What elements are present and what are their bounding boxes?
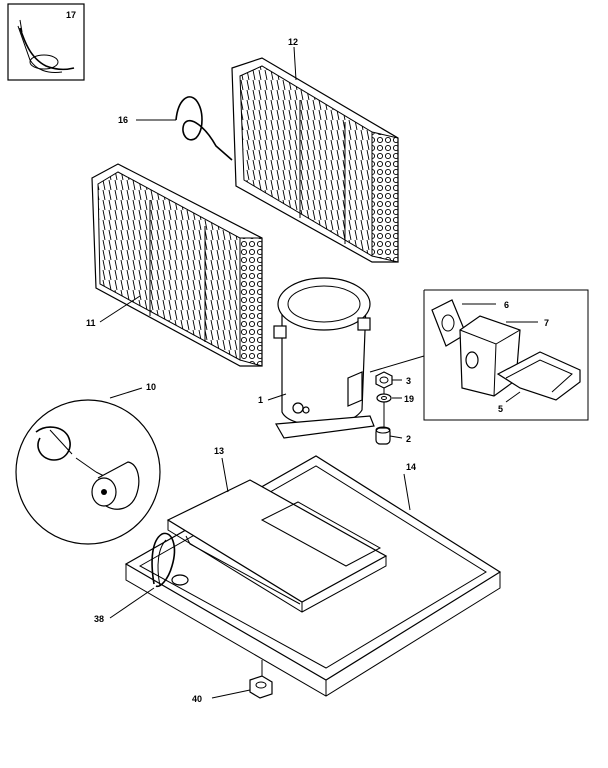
label-11: 11: [86, 318, 96, 328]
label-2: 2: [406, 434, 411, 444]
label-17: 17: [66, 10, 76, 20]
label-12: 12: [288, 37, 298, 47]
part-11-evaporator-coil: 11: [86, 163, 263, 367]
label-5: 5: [498, 404, 503, 414]
label-13: 13: [214, 446, 224, 456]
label-16: 16: [118, 115, 128, 125]
part-40-foot: 40: [192, 660, 273, 704]
label-6: 6: [504, 300, 509, 310]
terminal-cover-inset: 6 7 5: [369, 289, 589, 421]
label-10: 10: [146, 382, 156, 392]
label-14: 14: [406, 462, 416, 472]
part-1-compressor: 1: [258, 277, 375, 439]
part-16-capillary-tube: 16: [118, 96, 233, 161]
label-40: 40: [192, 694, 202, 704]
label-7: 7: [544, 318, 549, 328]
label-3: 3: [406, 376, 411, 386]
part-13-drain-pan: 13: [166, 446, 388, 613]
part-10-overload-inset: 10: [15, 382, 161, 545]
part-12-condenser-coil: 12: [231, 37, 399, 263]
part-17-inset: 17: [7, 3, 85, 81]
label-1: 1: [258, 395, 263, 405]
label-19: 19: [404, 394, 414, 404]
parts-3-19-2-mounting-hardware: 3 19 2: [375, 371, 414, 445]
label-38: 38: [94, 614, 104, 624]
part-38-tube-loop: 38: [94, 532, 176, 624]
